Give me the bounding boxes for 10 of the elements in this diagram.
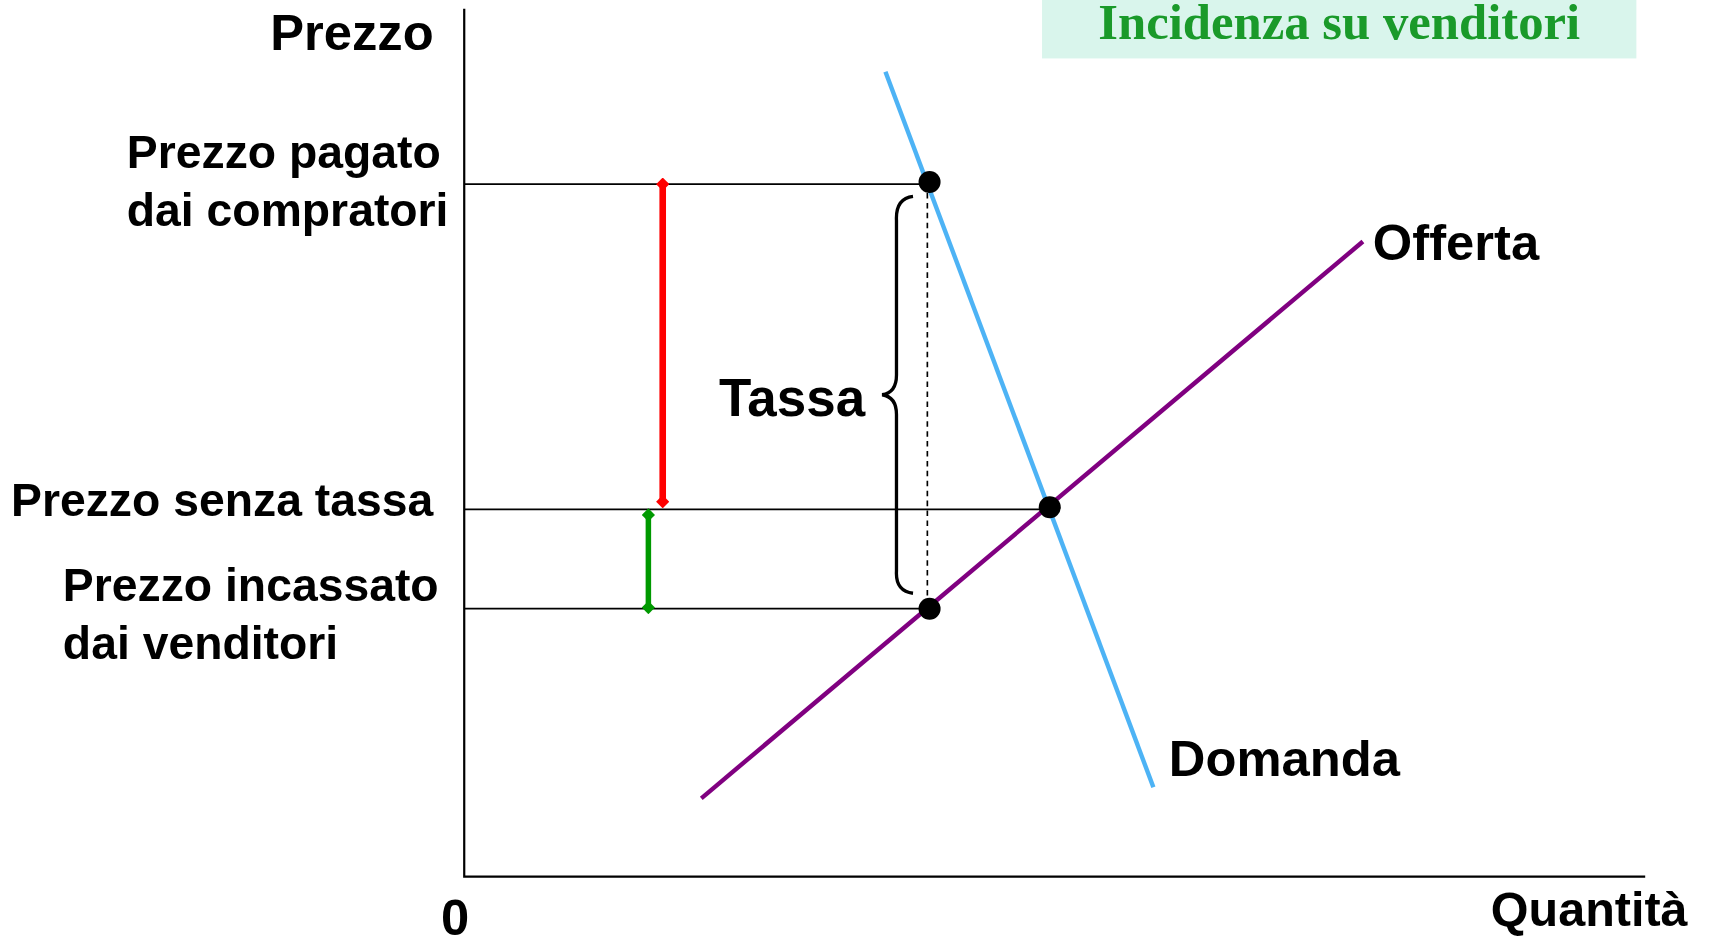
curve-label: Domanda [1168, 729, 1400, 789]
axis-origin-label: 0 [441, 888, 470, 943]
curve-label: Offerta [1372, 213, 1540, 273]
axis-title: Quantità [1490, 882, 1688, 938]
price-label: Prezzo pagato dai compratori [126, 124, 450, 238]
axis-title: Prezzo [270, 3, 434, 62]
price-label: Prezzo incassato dai venditori [62, 558, 440, 671]
tax-label: Tassa [718, 367, 866, 429]
price-label: Prezzo senza tassa [11, 474, 434, 528]
title-banner: Incidenza su venditori [1042, 0, 1637, 59]
